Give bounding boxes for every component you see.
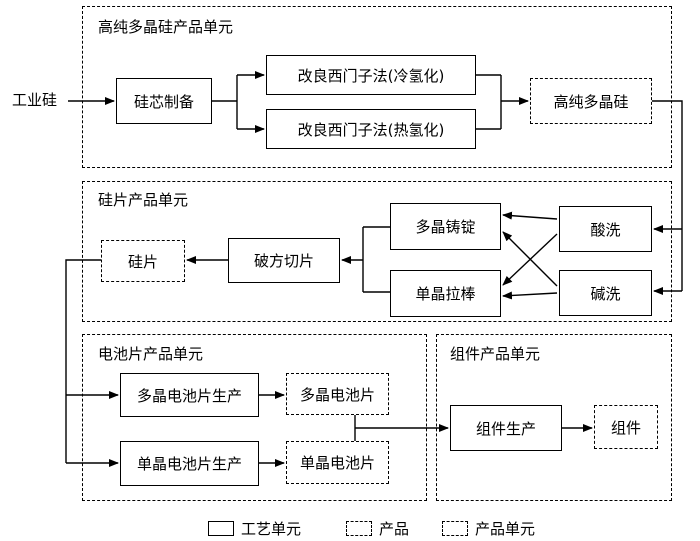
legend-product-unit-swatch <box>442 521 468 536</box>
node-hp-polysilicon: 高纯多晶硅 <box>530 78 652 124</box>
wire-hp-poly-down <box>652 100 683 291</box>
legend-process: 工艺单元 <box>208 518 301 539</box>
unit-cell <box>82 334 427 501</box>
legend-product-unit: 产品单元 <box>442 518 535 539</box>
node-module: 组件 <box>594 405 658 449</box>
input-label: 工业硅 <box>12 91 58 109</box>
legend-process-label: 工艺单元 <box>241 520 302 538</box>
node-mono-pull: 单晶拉棒 <box>390 270 501 317</box>
node-wafer: 硅片 <box>101 240 185 282</box>
arrow-alkali-to-ingot <box>502 231 558 287</box>
node-poly-cell-production: 多晶电池片生产 <box>120 373 259 417</box>
unit-module-label: 组件产品单元 <box>450 345 541 363</box>
node-cutting: 破方切片 <box>228 238 340 283</box>
arrow-acid-to-ingot <box>502 211 558 220</box>
node-siemens-cold: 改良西门子法(冷氢化) <box>266 55 476 95</box>
node-poly-ingot: 多晶铸锭 <box>390 203 501 250</box>
legend-process-swatch <box>208 521 234 536</box>
node-module-production: 组件生产 <box>450 405 562 451</box>
unit-polysilicon <box>82 6 672 168</box>
legend-product-label: 产品 <box>379 520 410 538</box>
legend-product: 产品 <box>346 518 409 539</box>
node-poly-cell: 多晶电池片 <box>286 373 389 415</box>
node-alkali-wash: 碱洗 <box>559 270 652 316</box>
node-siemens-hot: 改良西门子法(热氢化) <box>266 109 476 149</box>
node-acid-wash: 酸洗 <box>559 206 652 252</box>
node-mono-cell-production: 单晶电池片生产 <box>120 441 259 486</box>
node-silicon-core: 硅芯制备 <box>116 78 212 124</box>
arrow-alkali-to-pull <box>502 291 558 300</box>
node-mono-cell: 单晶电池片 <box>286 441 389 484</box>
unit-cell-label: 电池片产品单元 <box>98 345 204 363</box>
unit-wafer-label: 硅片产品单元 <box>98 191 189 209</box>
unit-module <box>436 334 672 501</box>
unit-wafer <box>82 181 672 322</box>
unit-polysilicon-label: 高纯多晶硅产品单元 <box>98 18 234 36</box>
legend-product-swatch <box>346 521 372 536</box>
legend-product-unit-label: 产品单元 <box>475 520 536 538</box>
